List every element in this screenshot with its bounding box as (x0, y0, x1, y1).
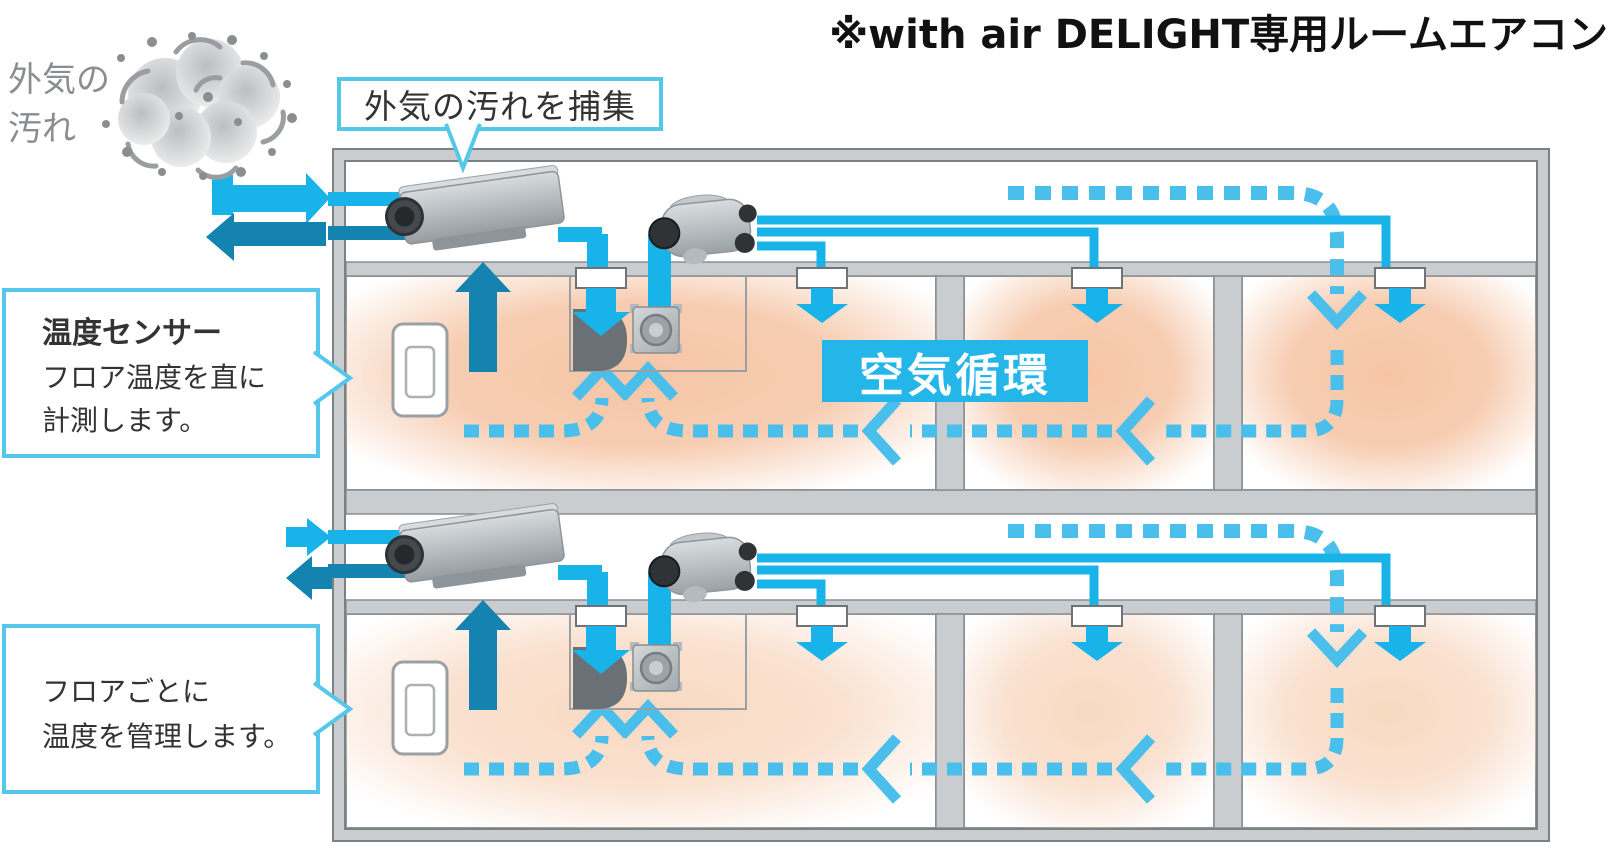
callout-sensor-line1: フロア温度を直に (42, 360, 267, 394)
outdoor-air-label-line1: 外気の (8, 60, 110, 100)
lower-ceiling (345, 599, 1537, 615)
room-divider (1213, 613, 1243, 829)
structure (345, 261, 1537, 829)
callout-temperature-sensor: 温度センサー フロア温度を直に 計測します。 (2, 288, 320, 458)
upper-ceiling (345, 261, 1537, 277)
outdoor-air-label-line2: 汚れ (8, 109, 76, 150)
page-title: ※with air DELIGHT専用ルームエアコン (829, 12, 1608, 58)
air-circulation-label: 空気循環 (822, 340, 1088, 402)
callout-sensor-line2: 計測します。 (42, 403, 208, 437)
callout-floor-line2: 温度を管理します。 (42, 719, 292, 753)
lower-intake-arrow (286, 518, 331, 556)
upper-intake-arrow (212, 173, 330, 224)
callout-capture-text: 外気の汚れを捕集 (364, 87, 636, 126)
air-circulation-text: 空気循環 (858, 348, 1051, 402)
callout-sensor-title: 温度センサー (42, 316, 222, 351)
callout-capture: 外気の汚れを捕集 (337, 77, 663, 131)
upper-exhaust-arrow (206, 213, 326, 261)
outdoor-air-label: 外気の 汚れ (8, 56, 110, 155)
callout-floor-line1: フロアごとに (42, 675, 211, 708)
room-divider (935, 613, 965, 829)
room-divider (1213, 275, 1243, 491)
house-outer-wall (332, 148, 1550, 842)
pollution-cloud-icon (102, 32, 297, 180)
lower-exhaust-arrow (286, 556, 332, 600)
callout-floor-control: フロアごとに 温度を管理します。 (2, 624, 320, 794)
